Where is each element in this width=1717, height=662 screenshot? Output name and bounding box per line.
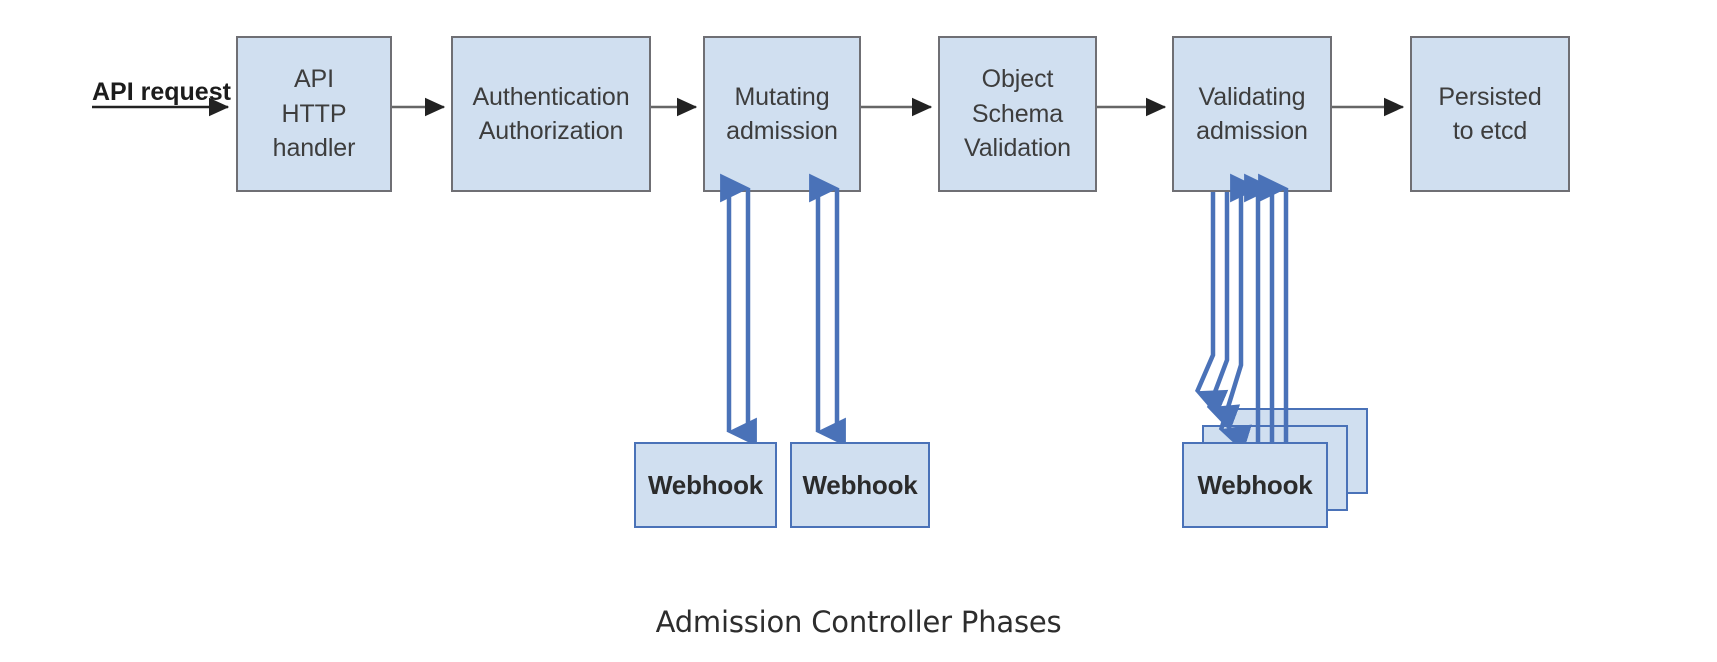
phase-box-authn-authz[interactable]: Authentication Authorization — [451, 36, 651, 192]
phase-label-api-http-handler: API HTTP handler — [272, 65, 356, 163]
phase-label-mutating-admission: Mutating admission — [726, 82, 838, 146]
phase-box-mutating-admission[interactable]: Mutating admission — [703, 36, 861, 192]
phase-label-validating-admission: Validating admission — [1196, 82, 1308, 146]
webhook-box-mutating-1[interactable]: Webhook — [634, 442, 777, 528]
webhook-label-validating-1: Webhook — [1197, 469, 1313, 500]
webhook-call-mutating-1 — [720, 173, 757, 447]
webhook-call-validating-down-3 — [1218, 192, 1252, 452]
phase-box-api-http-handler[interactable]: API HTTP handler — [236, 36, 392, 192]
webhook-box-mutating-2[interactable]: Webhook — [790, 442, 930, 528]
phase-label-persisted-to-etcd: Persisted to etcd — [1438, 82, 1542, 146]
phase-box-validating-admission[interactable]: Validating admission — [1172, 36, 1332, 192]
phase-label-authn-authz: Authentication Authorization — [472, 82, 630, 146]
webhook-box-validating-1[interactable]: Webhook — [1182, 442, 1328, 528]
webhook-label-mutating-2: Webhook — [802, 469, 918, 500]
webhook-call-validating-down-1 — [1194, 192, 1229, 417]
webhook-call-validating-down-2 — [1206, 192, 1241, 432]
phase-box-object-schema-validation[interactable]: Object Schema Validation — [938, 36, 1097, 192]
phase-box-persisted-to-etcd[interactable]: Persisted to etcd — [1410, 36, 1570, 192]
api-request-label: API request — [92, 78, 231, 106]
phase-label-object-schema-validation: Object Schema Validation — [964, 65, 1071, 163]
diagram-caption: Admission Controller Phases — [655, 605, 1062, 639]
webhook-label-mutating-1: Webhook — [647, 469, 764, 500]
webhook-call-mutating-2 — [809, 173, 846, 447]
